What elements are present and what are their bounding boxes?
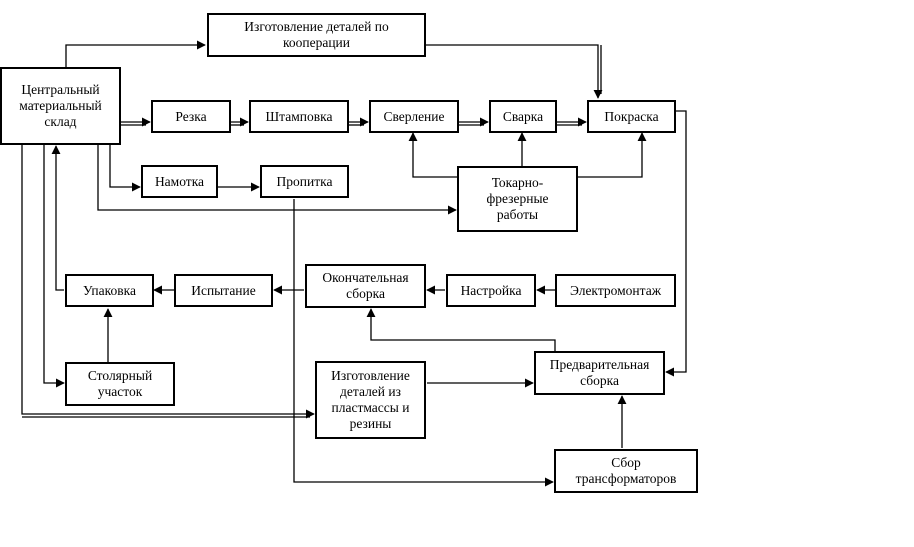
- arrow-turning-to-drilling: [408, 132, 458, 178]
- arrow-warehouse-to-plastic: [21, 145, 315, 419]
- node-final-assembly: Окончательная сборка: [305, 264, 426, 308]
- node-packing: Упаковка: [65, 274, 154, 307]
- node-drilling: Сверление: [369, 100, 459, 133]
- arrow-warehouse-to-cooperation: [65, 40, 206, 67]
- node-plastic-rubber: Изготовление деталей из пластмассы и рез…: [315, 361, 426, 439]
- node-impregnation: Пропитка: [260, 165, 349, 198]
- arrow-pre-assembly-to-final: [366, 308, 556, 352]
- node-electrical-installation: Электромонтаж: [555, 274, 676, 307]
- node-testing: Испытание: [174, 274, 273, 307]
- node-cutting: Резка: [151, 100, 231, 133]
- node-painting: Покраска: [587, 100, 676, 133]
- node-winding: Намотка: [141, 165, 218, 198]
- arrow-packing-to-warehouse: [51, 145, 64, 291]
- arrow-warehouse-to-winding: [109, 145, 141, 192]
- arrow-warehouse-to-carpentry: [43, 145, 65, 388]
- node-carpentry: Столярный участок: [65, 362, 175, 406]
- node-stamping: Штамповка: [249, 100, 349, 133]
- node-transformers: Сбор трансформаторов: [554, 449, 698, 493]
- arrow-painting-to-pre-assembly: [665, 110, 687, 377]
- node-turning-milling: Токарно- фрезерные работы: [457, 166, 578, 232]
- arrow-turning-to-painting: [578, 132, 647, 178]
- node-welding: Сварка: [489, 100, 557, 133]
- node-pre-assembly: Предварительная сборка: [534, 351, 665, 395]
- arrow-cooperation-to-painting: [426, 44, 603, 99]
- node-tuning: Настройка: [446, 274, 536, 307]
- node-cooperation: Изготовление деталей по кооперации: [207, 13, 426, 57]
- arrow-warehouse-to-turning: [97, 145, 457, 215]
- arrow-impregnation-to-transformers: [293, 199, 554, 487]
- node-central-warehouse: Центральный материальный склад: [0, 67, 121, 145]
